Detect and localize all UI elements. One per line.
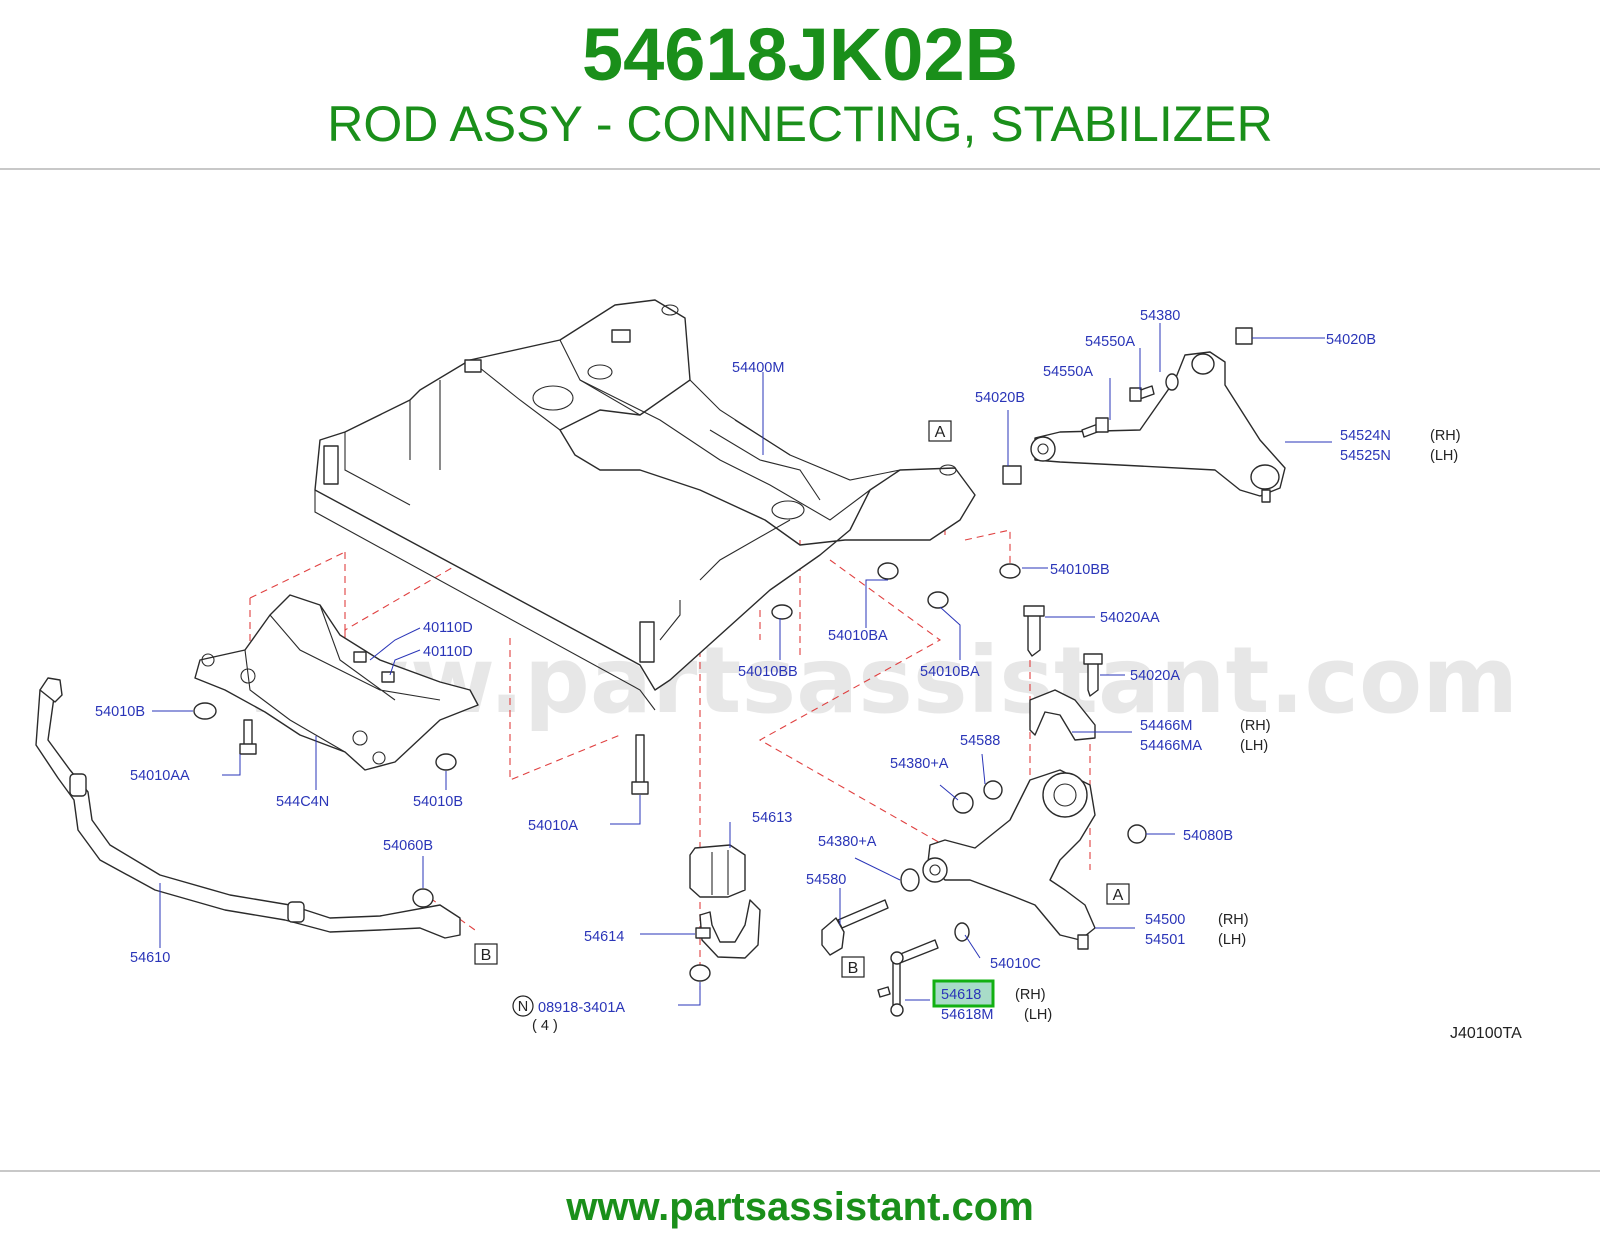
callout-54020B-2[interactable]: 54020B: [975, 390, 1025, 406]
side-54618: (RH): [1015, 987, 1046, 1003]
callout-54501[interactable]: 54501: [1145, 932, 1185, 948]
callout-54614[interactable]: 54614: [584, 929, 624, 945]
callout-54618M[interactable]: 54618M: [941, 1007, 993, 1023]
callout-54010AA[interactable]: 54010AA: [130, 768, 190, 784]
callout-54020AA[interactable]: 54020AA: [1100, 610, 1160, 626]
side-54525N: (LH): [1430, 448, 1458, 464]
callout-54010C[interactable]: 54010C: [990, 956, 1041, 972]
crossmember-54400M: [314, 299, 976, 711]
callout-54618[interactable]: 54618: [941, 987, 981, 1003]
upper-link-54524N: [1002, 327, 1286, 503]
side-54501: (LH): [1218, 932, 1246, 948]
part-title: ROD ASSY - CONNECTING, STABILIZER: [327, 96, 1273, 152]
callout-54500[interactable]: 54500: [1145, 912, 1185, 928]
ref-a-top: A: [935, 424, 946, 441]
ref-box-a-bottom: [1106, 883, 1130, 905]
side-54500: (RH): [1218, 912, 1249, 928]
bushing-54613: [689, 844, 761, 982]
side-54618M: (LH): [1024, 1007, 1052, 1023]
callout-40110D-2[interactable]: 40110D: [423, 644, 473, 660]
footer-divider: [0, 1170, 1600, 1172]
selected-part-highlight: [932, 979, 995, 1008]
stabilizer-bar-54610: [35, 677, 461, 939]
watermark: www.partsassistant.com: [240, 627, 1518, 734]
ref-a-bottom: A: [1113, 887, 1124, 904]
callout-544C4N[interactable]: 544C4N: [276, 794, 329, 810]
callout-54020A[interactable]: 54020A: [1130, 668, 1180, 684]
upper-fasteners: [771, 373, 1179, 697]
callout-54525N[interactable]: 54525N: [1340, 448, 1391, 464]
callout-54466MA[interactable]: 54466MA: [1140, 738, 1202, 754]
ref-box-b-right: [841, 956, 865, 978]
callout-labels: 54400M 54380 54550A 54550A 54020B 54020B…: [95, 308, 1461, 1034]
callout-54466M[interactable]: 54466M: [1140, 718, 1192, 734]
callout-08918-quantity: ( 4 ): [532, 1018, 558, 1034]
callout-54588[interactable]: 54588: [960, 733, 1000, 749]
callout-54524N[interactable]: 54524N: [1340, 428, 1391, 444]
ref-b-right: B: [848, 960, 859, 977]
n-circle-icon: [512, 995, 534, 1017]
connecting-rod-54618: [877, 939, 939, 1017]
callout-54400M[interactable]: 54400M: [732, 360, 784, 376]
callout-54010BA-2[interactable]: 54010BA: [920, 664, 980, 680]
diagram-code: J40100TA: [1450, 1025, 1522, 1042]
side-54524N: (RH): [1430, 428, 1461, 444]
n-circle-letter: N: [518, 999, 528, 1015]
callout-54380A-2[interactable]: 54380+A: [818, 834, 877, 850]
side-54466M: (RH): [1240, 718, 1271, 734]
callout-54380A-1[interactable]: 54380+A: [890, 756, 949, 772]
callout-54010B-2[interactable]: 54010B: [413, 794, 463, 810]
callout-54080B[interactable]: 54080B: [1183, 828, 1233, 844]
callout-40110D-1[interactable]: 40110D: [423, 620, 473, 636]
callout-54060B[interactable]: 54060B: [383, 838, 433, 854]
callout-08918-3401A[interactable]: 08918-3401A: [538, 1000, 625, 1016]
callout-54550A-1[interactable]: 54550A: [1085, 334, 1135, 350]
subframe-544C4N: [193, 594, 649, 795]
callout-54010BA-1[interactable]: 54010BA: [828, 628, 888, 644]
ref-b-left: B: [481, 947, 492, 964]
callout-54610[interactable]: 54610: [130, 950, 170, 966]
ref-box-a-top: [928, 420, 952, 442]
page-header: 54618JK02B ROD ASSY - CONNECTING, STABIL…: [0, 0, 1600, 170]
lower-link-54500: [900, 689, 1147, 950]
ref-box-b-left: [474, 943, 498, 965]
part-number: 54618JK02B: [581, 13, 1019, 96]
leader-lines: [152, 323, 1332, 1006]
callout-54010B-1[interactable]: 54010B: [95, 704, 145, 720]
callout-54010BB-1[interactable]: 54010BB: [1050, 562, 1110, 578]
callout-54020B-1[interactable]: 54020B: [1326, 332, 1376, 348]
callout-54550A-2[interactable]: 54550A: [1043, 364, 1093, 380]
footer-url[interactable]: www.partsassistant.com: [566, 1185, 1034, 1229]
side-54466MA: (LH): [1240, 738, 1268, 754]
callout-54613[interactable]: 54613: [752, 810, 792, 826]
callout-54580[interactable]: 54580: [806, 872, 846, 888]
header-divider: [0, 168, 1600, 170]
callout-54010BB-2[interactable]: 54010BB: [738, 664, 798, 680]
callout-54380[interactable]: 54380: [1140, 308, 1180, 324]
bolt-54580: [821, 899, 889, 956]
callout-54010A[interactable]: 54010A: [528, 818, 578, 834]
